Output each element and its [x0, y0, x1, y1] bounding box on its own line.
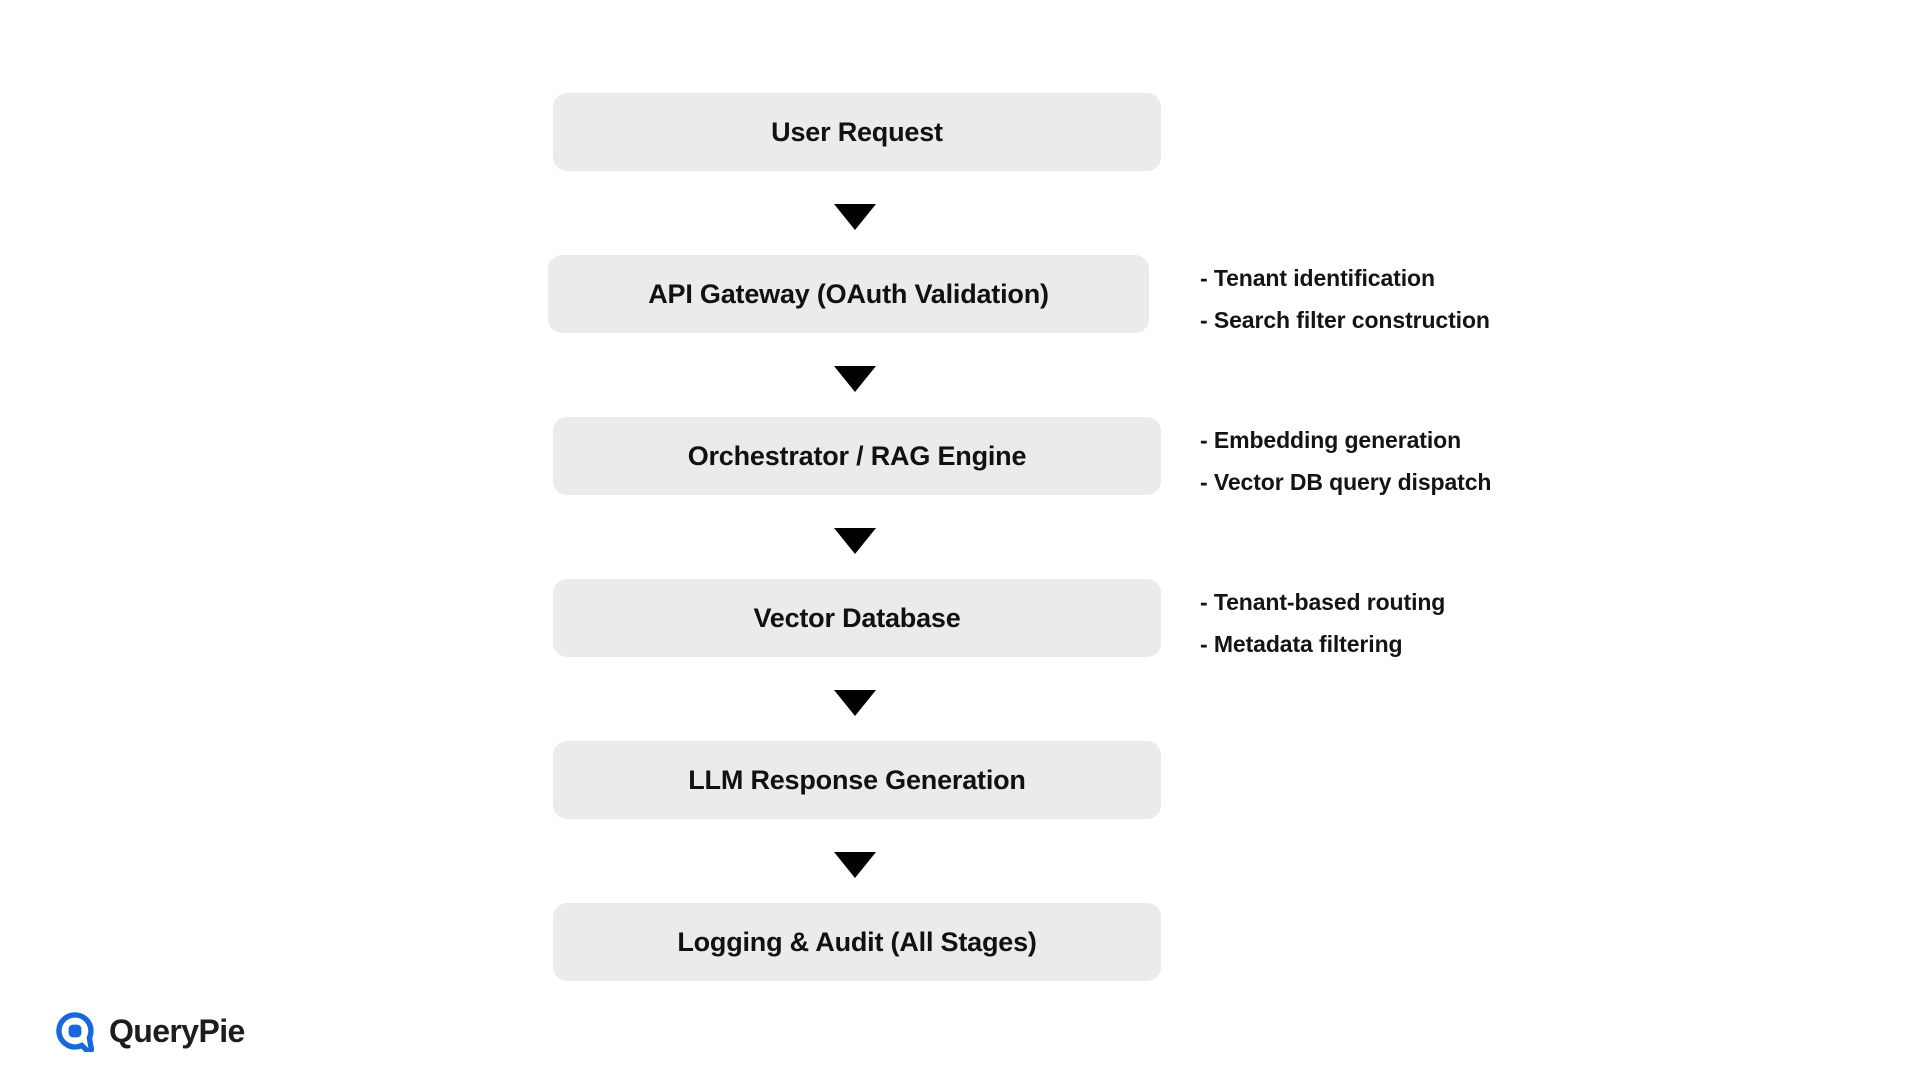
flow-node-user-request[interactable]: User Request [553, 93, 1161, 171]
annotation-group-orchestrator: - Embedding generation - Vector DB query… [1200, 428, 1491, 494]
flow-node-orchestrator[interactable]: Orchestrator / RAG Engine [553, 417, 1161, 495]
flow-node-llm-response[interactable]: LLM Response Generation [553, 741, 1161, 819]
annotation-line: - Tenant identification [1200, 265, 1435, 291]
annotation-line: - Search filter construction [1200, 307, 1490, 334]
annotation-line: - Vector DB query dispatch [1200, 469, 1492, 496]
flow-row-6: Logging & Audit (All Stages) [0, 903, 1920, 981]
flow-node-label: LLM Response Generation [688, 764, 1026, 795]
down-triangle-icon-5 [834, 852, 876, 878]
flow-node-api-gateway[interactable]: API Gateway (OAuth Validation) [548, 255, 1149, 333]
flow-row-5: LLM Response Generation [0, 741, 1920, 819]
flow-node-label: Orchestrator / RAG Engine [687, 440, 1027, 471]
flow-row-1: User Request [0, 93, 1920, 171]
annotation-group-vector-database: - Tenant-based routing - Metadata filter… [1200, 590, 1445, 656]
flow-node-label: Logging & Audit (All Stages) [677, 926, 1037, 957]
querypie-logo-icon [54, 1010, 96, 1052]
down-triangle-icon-1 [834, 204, 876, 230]
brand-logo: QueryPie [54, 1010, 245, 1052]
down-triangle-icon-2 [834, 366, 876, 392]
brand-name: QueryPie [109, 1013, 245, 1049]
down-triangle-icon-3 [834, 528, 876, 554]
flow-node-vector-database[interactable]: Vector Database [553, 579, 1161, 657]
flow-row-3: Orchestrator / RAG Engine [0, 417, 1920, 495]
flow-node-label: Vector Database [753, 602, 961, 633]
flow-row-4: Vector Database [0, 579, 1920, 657]
annotation-group-api-gateway: - Tenant identification - Search filter … [1200, 266, 1490, 332]
down-triangle-icon-4 [834, 690, 876, 716]
annotation-line: - Metadata filtering [1200, 631, 1403, 658]
annotation-line: - Embedding generation [1200, 427, 1462, 453]
flow-node-logging-audit[interactable]: Logging & Audit (All Stages) [553, 903, 1161, 981]
flow-row-2: API Gateway (OAuth Validation) [0, 255, 1920, 333]
flow-node-label: User Request [771, 116, 943, 147]
flow-node-label: API Gateway (OAuth Validation) [648, 278, 1049, 309]
annotation-line: - Tenant-based routing [1200, 589, 1446, 615]
